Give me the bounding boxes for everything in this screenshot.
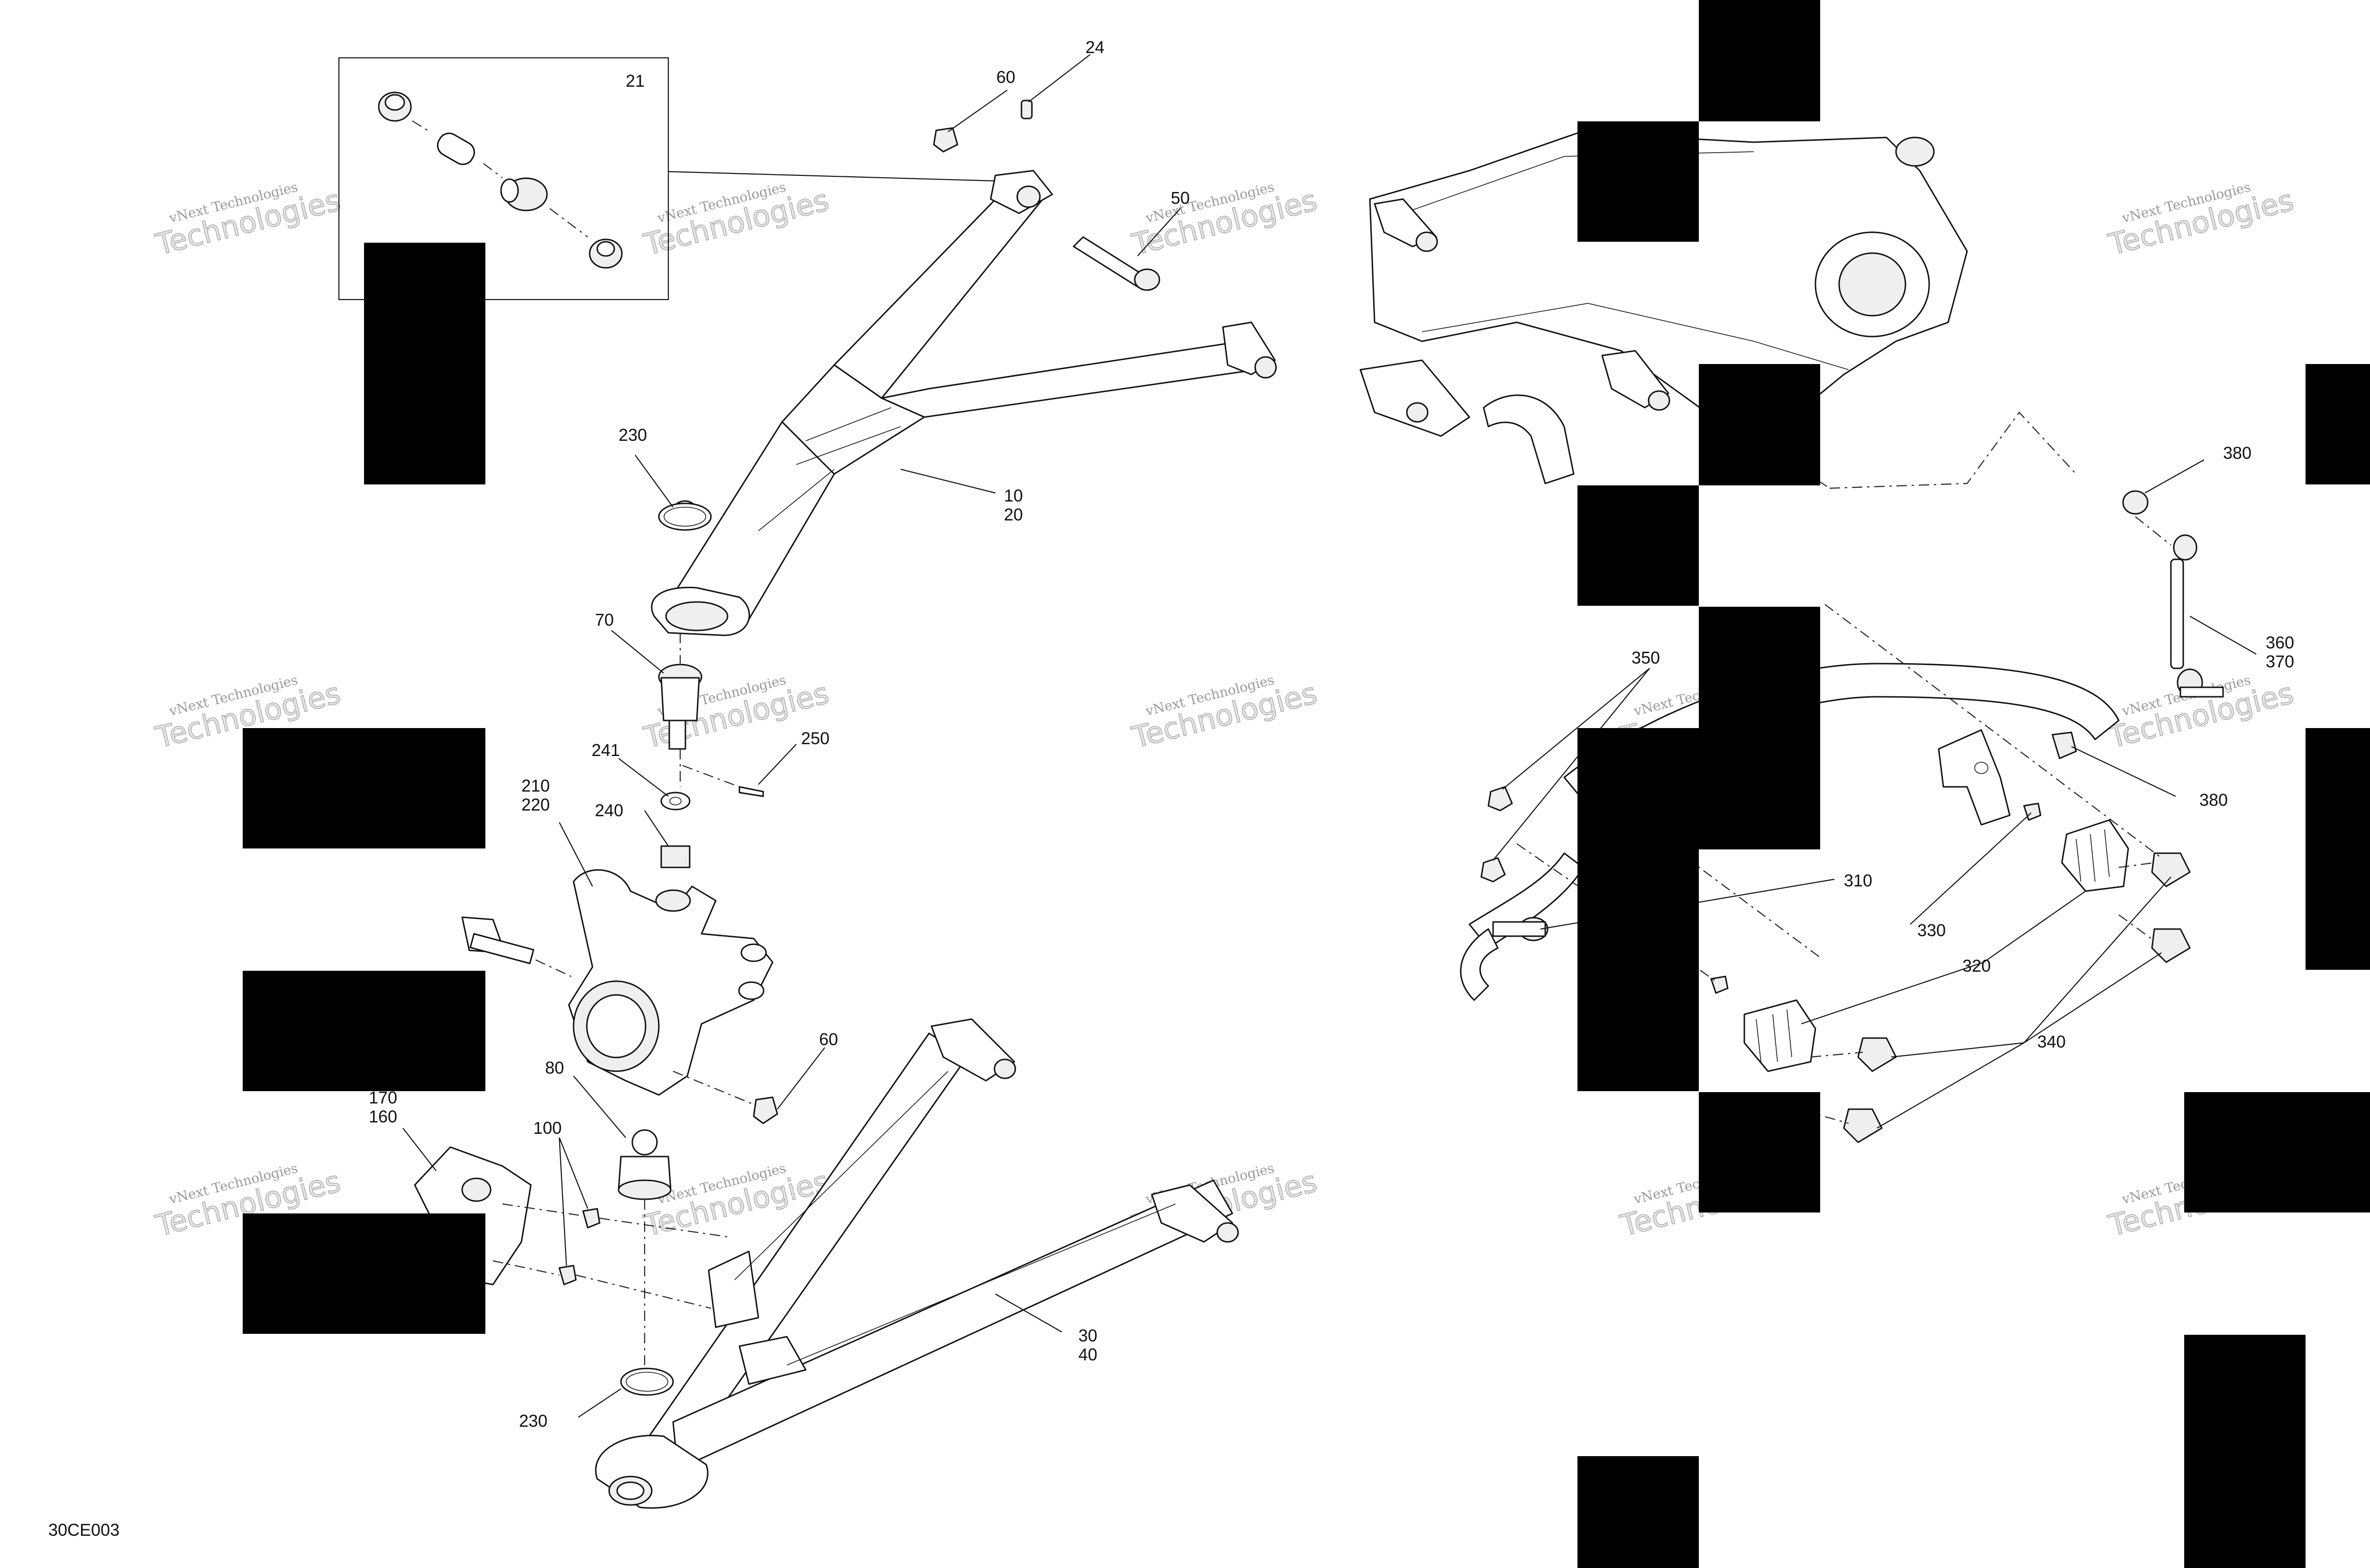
redaction-block [1699, 1092, 1820, 1212]
ball-joint-lower [618, 1129, 672, 1365]
callout-160: 160 [369, 1107, 397, 1126]
callout-21: 21 [626, 71, 645, 91]
callout-60: 60 [996, 67, 1015, 87]
watermark: Technologies vNext Technologies [1128, 672, 1321, 755]
stabilizer-link [2051, 490, 2224, 759]
callout-100: 100 [533, 1118, 562, 1138]
callout-70: 70 [595, 610, 614, 629]
redaction-block [243, 728, 485, 848]
redaction-block [1577, 485, 1699, 606]
callout-40: 40 [1078, 1345, 1097, 1364]
watermark: Technologies vNext Technologies [640, 179, 832, 262]
redaction-block [1577, 121, 1699, 242]
upper-a-arm [651, 170, 1277, 636]
callout-60b: 60 [819, 1030, 838, 1049]
redaction-block [2306, 364, 2370, 484]
callout-210: 210 [521, 776, 550, 795]
circlip-lower [620, 1367, 674, 1396]
redaction-block [243, 971, 485, 1091]
callout-30: 30 [1078, 1326, 1097, 1345]
callout-380: 380 [2223, 443, 2252, 463]
diagram-code: 30CE003 [48, 1520, 119, 1540]
callout-370: 370 [2266, 652, 2294, 671]
redaction-block [1577, 728, 1699, 1091]
steering-knuckle [461, 869, 778, 1124]
circlip-upper [658, 502, 712, 531]
callout-20: 20 [1004, 505, 1023, 524]
callout-320: 320 [1962, 956, 1991, 975]
callout-80: 80 [545, 1058, 564, 1077]
redaction-block [1699, 364, 1820, 485]
callout-360: 360 [2266, 633, 2294, 652]
leader-lines [402, 54, 2257, 1418]
callout-241: 241 [592, 740, 620, 760]
watermark: Technologies vNext Technologies [152, 179, 344, 262]
redaction-block [2184, 1092, 2370, 1212]
redaction-block [1699, 0, 1820, 121]
redaction-block [364, 243, 485, 484]
redaction-block [243, 1213, 485, 1334]
ball-joint-upper [658, 633, 764, 868]
redaction-blocks [243, 0, 2370, 1568]
callout-330: 330 [1917, 921, 1946, 940]
callout-380b: 380 [2199, 790, 2228, 810]
callout-230: 230 [619, 425, 647, 445]
callout-10: 10 [1004, 486, 1023, 505]
callout-50: 50 [1171, 188, 1190, 208]
redaction-block [1577, 1456, 1699, 1568]
redaction-block [1699, 607, 1820, 849]
sway-bar [1460, 663, 2120, 1001]
callout-350: 350 [1632, 648, 1660, 667]
detail-box-bushing-kit [338, 57, 1001, 301]
watermark: Technologies vNext Technologies [2105, 179, 2297, 262]
callout-230b: 230 [519, 1411, 547, 1431]
right-assembled-view [1359, 132, 2077, 489]
callout-240: 240 [595, 801, 623, 820]
redaction-block [2184, 1335, 2306, 1568]
callout-24: 24 [1085, 37, 1104, 57]
watermark: Technologies vNext Technologies [1128, 179, 1321, 262]
lower-a-arm [595, 1018, 1239, 1509]
callout-220: 220 [521, 795, 550, 814]
callout-310: 310 [1844, 871, 1872, 890]
redaction-block [2306, 728, 2370, 970]
callout-340: 340 [2037, 1032, 2066, 1051]
callout-250: 250 [801, 729, 830, 748]
